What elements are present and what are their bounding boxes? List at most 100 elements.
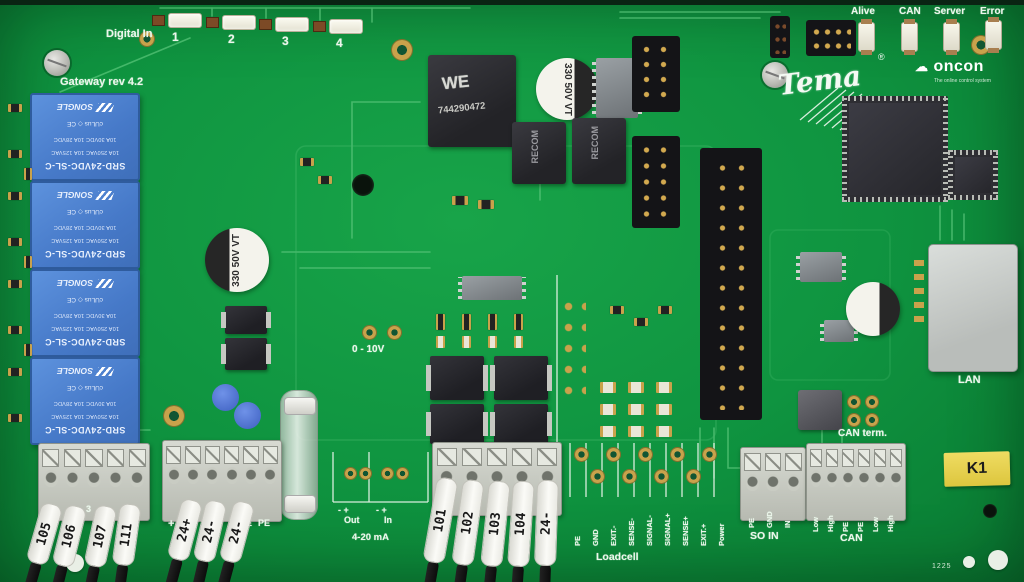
alive-led (858, 19, 875, 55)
so-in-pin-gnd: GND (765, 511, 774, 528)
power-plus-label: + (168, 518, 175, 530)
smd-component (452, 196, 468, 205)
wire-24minus: 24- (532, 479, 559, 582)
resistor-icon (259, 19, 272, 30)
out-label: Out (344, 515, 360, 525)
relay-3: SRD-24VDC-SL-C 10A 250VAC 10A 125VAC 10A… (30, 269, 140, 357)
relay-rating: 10A 250VAC 10A 125VAC (51, 413, 119, 419)
digital-in-label: Digital In (106, 28, 153, 40)
loadcell-title: Loadcell (596, 551, 639, 563)
smd-component (24, 256, 32, 268)
status-led-label-error: Error (980, 6, 1005, 17)
error-led (985, 17, 1002, 53)
power-pe-label: PE (258, 518, 271, 528)
loadcell-pin-signal-plus: SIGNAL+ (663, 513, 672, 546)
pin-header-small (770, 16, 790, 58)
blue-disc-capacitor (234, 402, 261, 429)
can-pin-pe: PE (841, 521, 850, 532)
current-loop-range-label: 4-20 mA (352, 532, 389, 543)
blue-disc-capacitor (212, 384, 239, 411)
so-in-pin-pe: PE (747, 517, 756, 528)
can-pin-pe: PE (856, 521, 865, 532)
relay-brand: SONGLE (57, 102, 93, 113)
capacitor-smd (221, 338, 271, 370)
smd-component (628, 404, 644, 415)
led-body (168, 13, 202, 28)
transformer-cube (490, 356, 552, 400)
terminal-hole (866, 414, 878, 426)
led-body (222, 15, 256, 30)
smd-component (610, 306, 624, 314)
smd-component (628, 426, 644, 437)
smd-component (634, 318, 648, 326)
idc-header-1 (632, 36, 680, 112)
relay-rating: 10A 30VDC 10A 28VDC (53, 224, 117, 230)
can-pin-low: Low (871, 517, 880, 532)
we-inductor: WE 744290472 (428, 55, 516, 147)
digital-in-led-1 (152, 13, 202, 28)
can-title: CAN (840, 532, 863, 544)
resistor-icon (313, 21, 326, 32)
smd-component (8, 368, 22, 376)
can-pin-low: Low (811, 517, 820, 532)
qfp-chip-small (948, 150, 998, 200)
smd-component (600, 426, 616, 437)
loadcell-pin-pe: PE (573, 535, 582, 546)
cap-marking: VT (562, 102, 573, 116)
oncon-tagline: The online control system (934, 78, 991, 84)
digital-in-ch3: 3 (282, 34, 289, 48)
smd-component (24, 168, 32, 180)
cap-marking: VT (231, 233, 242, 247)
smd-component (8, 104, 22, 112)
soic8-chip (796, 252, 846, 282)
idc-header-2 (632, 136, 680, 228)
smd-component (478, 200, 494, 209)
zero-ten-volt-label: 0 - 10V (352, 344, 385, 355)
electrolytic-cap (846, 282, 900, 336)
smd-component (628, 382, 644, 393)
terminal-hole (848, 396, 860, 408)
dcdc-brand: RECOM (590, 126, 600, 160)
inductor-brand: WE (441, 71, 471, 94)
terminal-hole (848, 414, 860, 426)
cap-marking: 330 (562, 62, 573, 80)
smd-component (656, 426, 672, 437)
loadcell-pin-exit-minus: EXIT.- (609, 525, 618, 546)
smd-component (600, 382, 616, 393)
songle-logo-icon (95, 191, 115, 200)
relay-cert-marks: cULus ◇ CE (66, 208, 104, 215)
dcdc-brand: RECOM (530, 130, 540, 164)
smd-component (8, 280, 22, 288)
cap-marking: 330 (231, 269, 242, 287)
digital-in-ch2: 2 (228, 32, 235, 46)
relay-model: SRD-24VDC-SL-C (44, 161, 126, 172)
solder-pad (963, 556, 975, 568)
smd-component (488, 336, 497, 348)
relay-rating: 10A 30VDC 10A 28VDC (53, 136, 117, 142)
smd-component (436, 314, 445, 330)
oncon-logo-text: oncon (933, 58, 984, 75)
board-date-code: 1225 (932, 563, 952, 570)
transformer-cube (426, 356, 488, 400)
digital-in-led-2 (206, 15, 256, 30)
transformer-cube (426, 404, 488, 444)
relay-cert-marks: cULus ◇ CE (66, 384, 104, 391)
fuse-holder (280, 390, 318, 520)
terminal-silk-number: 3 (86, 504, 92, 514)
loadcell-pin-exit-plus: EXIT.+ (699, 523, 708, 546)
in-polarity: - + (376, 505, 387, 515)
relay-rating: 10A 30VDC 10A 28VDC (53, 312, 117, 318)
loadcell-pin-signal-minus: SIGNAL- (645, 515, 654, 546)
smd-component (8, 414, 22, 422)
terminal-hole (388, 326, 401, 339)
transformer-cube (490, 404, 552, 444)
soic8-chip (820, 320, 858, 342)
smd-component (656, 382, 672, 393)
can-led (901, 19, 918, 55)
lan-connector (928, 244, 1018, 372)
loadcell-pin-sense-plus: SENSE+ (681, 516, 690, 546)
recom-dcdc-1: RECOM (512, 122, 566, 184)
smd-component (8, 238, 22, 246)
mounting-screw (762, 62, 788, 88)
smd-component (318, 176, 332, 184)
